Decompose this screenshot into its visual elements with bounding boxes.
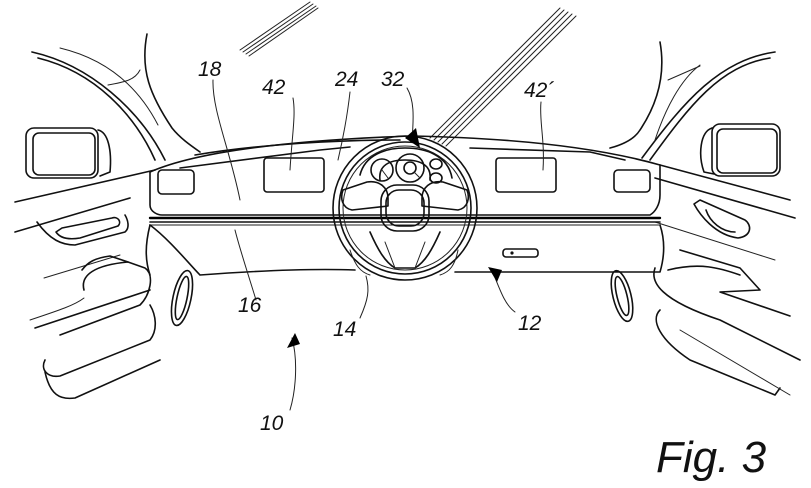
label-12: 12 [518,312,542,335]
left-a-pillar [31,33,201,161]
label-14: 14 [333,318,356,341]
right-door-panel [653,164,801,396]
leader-lines [212,79,544,411]
arrowhead-10 [287,333,300,348]
label-10: 10 [260,412,284,435]
windshield-hatching [239,1,577,147]
right-speaker-grille [610,269,634,323]
dashboard-rail [148,216,662,226]
arrowhead-32 [405,128,420,148]
label-16: 16 [238,294,262,317]
label-18: 18 [198,58,222,81]
left-side-mirror [25,127,112,179]
label-42-prime: 42´ [524,79,554,102]
label-24: 24 [334,68,358,91]
steering-wheel [332,135,478,281]
arrowhead-12 [488,267,502,282]
left-door-panel [14,169,161,400]
left-speaker-grille [170,269,194,327]
glove-box-handle [502,248,539,258]
right-display [495,157,557,193]
right-side-mirror [699,123,781,177]
left-display [263,157,325,193]
instrument-cluster [359,147,453,184]
label-42: 42 [262,76,286,99]
figure-caption: Fig. 3 [656,433,767,482]
lower-dashboard [145,224,665,276]
label-32: 32 [381,68,405,91]
right-a-pillar [609,41,776,161]
